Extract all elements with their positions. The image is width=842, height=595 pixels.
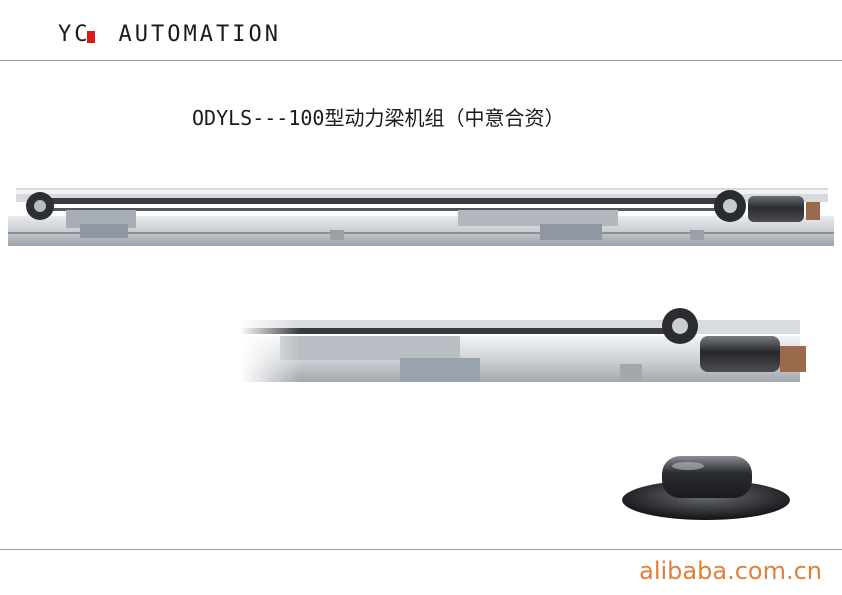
product-title: ODYLS---100型动力梁机组（中意合资）: [192, 106, 565, 130]
footer-divider: [0, 549, 842, 550]
brand-prefix: YC: [58, 22, 91, 47]
motor-closeup-photo: [240, 306, 806, 406]
brand-red-mark-icon: [86, 31, 95, 43]
motion-sensor-photo: [622, 456, 790, 520]
alibaba-watermark: alibaba.com.cn: [639, 557, 822, 585]
brand-logo: YC AUTOMATION: [58, 20, 281, 50]
brand-name: AUTOMATION: [118, 22, 281, 47]
header-divider: [0, 60, 842, 61]
full-operator-beam-photo: [8, 188, 834, 246]
